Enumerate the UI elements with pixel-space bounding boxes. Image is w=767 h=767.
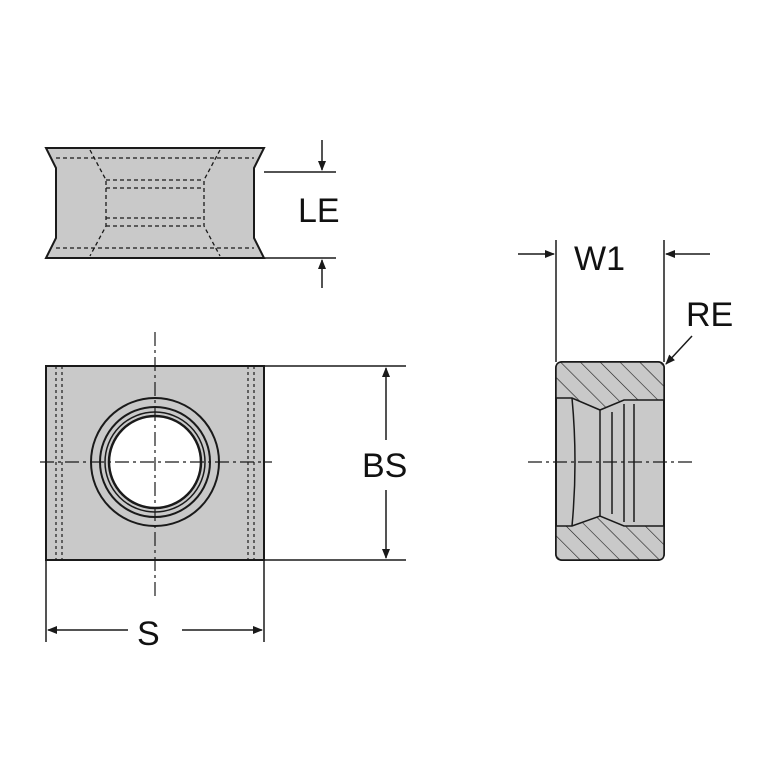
le-label: LE [298,192,340,230]
side-profile-view [44,147,266,259]
re-leader [665,335,693,365]
re-leader-arrow [665,335,693,365]
side-profile-body [44,147,266,259]
re-label: RE [686,296,734,334]
w1-dimension [518,240,710,362]
bs-label: BS [362,447,408,485]
front-view-centerlines [40,332,272,596]
s-label: S [137,615,160,653]
side-profile-hidden-lines [56,149,254,257]
w1-label: W1 [574,240,625,278]
section-hole-profile [571,397,665,527]
section-view [528,361,694,561]
section-hatch-bottom [555,515,665,561]
section-hatch-top [555,361,665,411]
front-view-hidden-edges [55,366,255,560]
front-view [40,332,272,596]
s-dimension [45,560,265,642]
bs-dimension [264,365,406,561]
le-dimension [264,140,336,288]
